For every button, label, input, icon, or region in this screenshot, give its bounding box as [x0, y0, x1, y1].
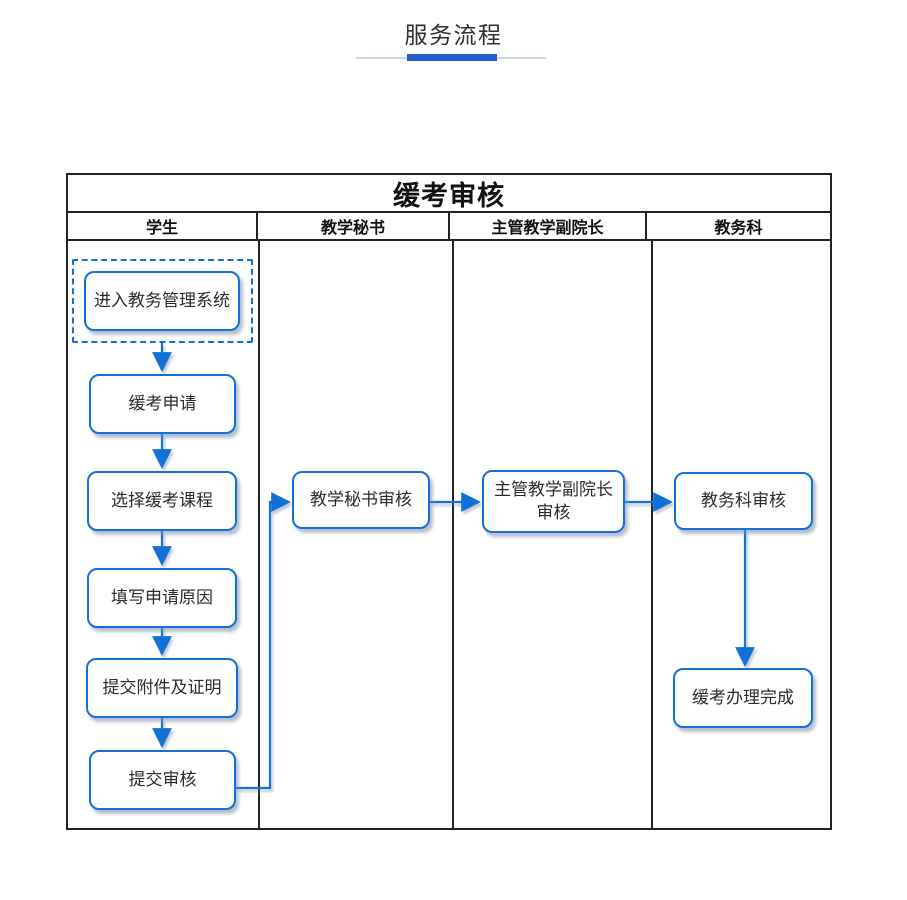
node-deferred-exam-application: 缓考申请 — [89, 374, 236, 434]
node-process-complete: 缓考办理完成 — [673, 668, 813, 728]
lane-separator-3 — [651, 241, 653, 830]
lane-header-teaching-secretary: 教学秘书 — [258, 213, 450, 239]
flowchart-title: 缓考审核 — [68, 175, 830, 213]
node-enter-system: 进入教务管理系统 — [84, 271, 240, 331]
connector-submit-to-secretary-review — [236, 492, 291, 790]
node-submit-attachments: 提交附件及证明 — [86, 658, 238, 718]
flowchart-table: 缓考审核 学生 教学秘书 主管教学副院长 教务科 — [66, 173, 832, 830]
node-vice-dean-review: 主管教学副院长 审核 — [482, 470, 625, 533]
node-teaching-secretary-review: 教学秘书审核 — [292, 471, 430, 529]
start-node-dashed-frame — [72, 259, 253, 343]
lane-separator-2 — [452, 241, 454, 830]
node-submit-for-review: 提交审核 — [89, 750, 236, 810]
lane-header-row: 学生 教学秘书 主管教学副院长 教务科 — [68, 213, 830, 241]
lane-header-academic-office: 教务科 — [714, 220, 763, 237]
title-underline-strong — [407, 54, 497, 61]
node-select-deferred-course: 选择缓考课程 — [87, 471, 237, 531]
lane-header-student: 学生 — [68, 213, 258, 239]
page-title: 服务流程 — [404, 22, 503, 48]
node-fill-application-reason: 填写申请原因 — [87, 568, 237, 628]
lane-separator-1 — [258, 241, 260, 830]
connector-layer — [152, 343, 755, 790]
flowchart-body: 进入教务管理系统 缓考申请 选择缓考课程 填写申请原因 提交附件及证明 提交审核… — [68, 241, 830, 830]
node-academic-office-review: 教务科审核 — [674, 472, 813, 530]
lane-header-vice-dean: 主管教学副院长 — [450, 213, 647, 239]
